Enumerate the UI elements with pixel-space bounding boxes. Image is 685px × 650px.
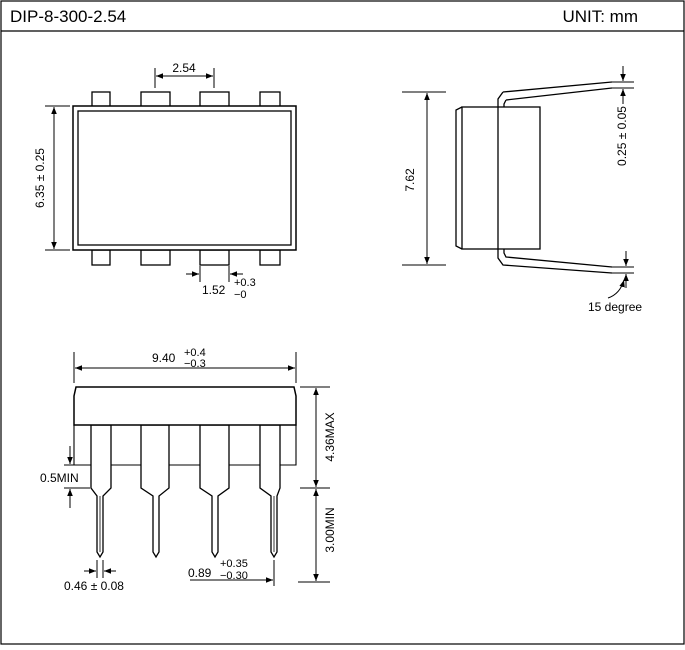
lower-lead-outer	[497, 249, 613, 274]
row-spacing-dimension	[402, 91, 446, 266]
top-pin	[91, 91, 111, 108]
body-height-dimension	[298, 386, 330, 583]
body-height-label: 4.36MAX	[323, 412, 337, 461]
front-lead-detail	[99, 496, 275, 552]
body-width-label: 6.35 ± 0.25	[33, 148, 47, 208]
top-body-inner	[77, 110, 292, 246]
body-width-dimension	[45, 105, 70, 251]
length-tol-plus: +0.4	[184, 347, 206, 359]
length-tol-minus: −0.3	[184, 358, 206, 370]
lead-length-label: 3.00MIN	[323, 507, 337, 552]
lead-angle-label: 15 degree	[588, 300, 642, 314]
row-spacing-label: 7.62	[403, 168, 417, 192]
bottom-pin	[259, 249, 281, 266]
pad-tol-minus: −0	[234, 289, 247, 301]
shoulder-tol-plus: +0.35	[220, 558, 248, 570]
pad-tol-plus: +0.3	[234, 277, 256, 289]
bottom-pin	[199, 249, 230, 266]
front-lead	[90, 424, 112, 559]
lead-width-label: 0.46 ± 0.08	[64, 579, 124, 593]
top-pin	[259, 91, 281, 108]
shoulder-tol-minus: −0.30	[220, 570, 248, 582]
front-body	[73, 386, 297, 426]
bottom-pin	[91, 249, 111, 266]
pad-width-label: 1.52	[202, 283, 226, 297]
front-lead	[259, 424, 281, 559]
pitch-label: 2.54	[172, 61, 196, 75]
standoff-label: 0.5MIN	[40, 471, 79, 485]
side-body-left	[455, 106, 463, 250]
front-lead	[199, 424, 230, 559]
side-view	[455, 81, 613, 274]
front-view-leads	[90, 424, 281, 559]
top-pin	[140, 91, 171, 108]
front-lead	[140, 424, 170, 559]
top-view	[72, 91, 297, 266]
unit-label: UNIT: mm	[562, 7, 638, 26]
bottom-pin	[140, 249, 171, 266]
top-pin	[199, 91, 230, 108]
top-body-outer	[72, 105, 297, 251]
upper-lead-outer	[497, 81, 613, 107]
body-length-label: 9.40	[152, 351, 176, 365]
lead-thickness-label: 0.25 ± 0.05	[615, 106, 629, 166]
upper-lead-inner	[503, 87, 613, 107]
pitch-dimension	[154, 68, 215, 88]
front-view-body	[73, 386, 297, 466]
side-body	[461, 106, 541, 250]
lead-angle-leader	[607, 279, 625, 299]
pad-width-dimension	[186, 266, 243, 282]
body-length-dimension	[73, 352, 297, 383]
standoff-dimension	[64, 446, 90, 508]
lead-thickness-dimension	[612, 66, 634, 288]
lead-width-dimension	[84, 560, 116, 578]
lower-lead-inner	[503, 249, 613, 268]
shoulder-width-label: 0.89	[188, 566, 212, 580]
package-name: DIP-8-300-2.54	[10, 7, 126, 26]
shoulder-width-dimension	[190, 560, 275, 586]
